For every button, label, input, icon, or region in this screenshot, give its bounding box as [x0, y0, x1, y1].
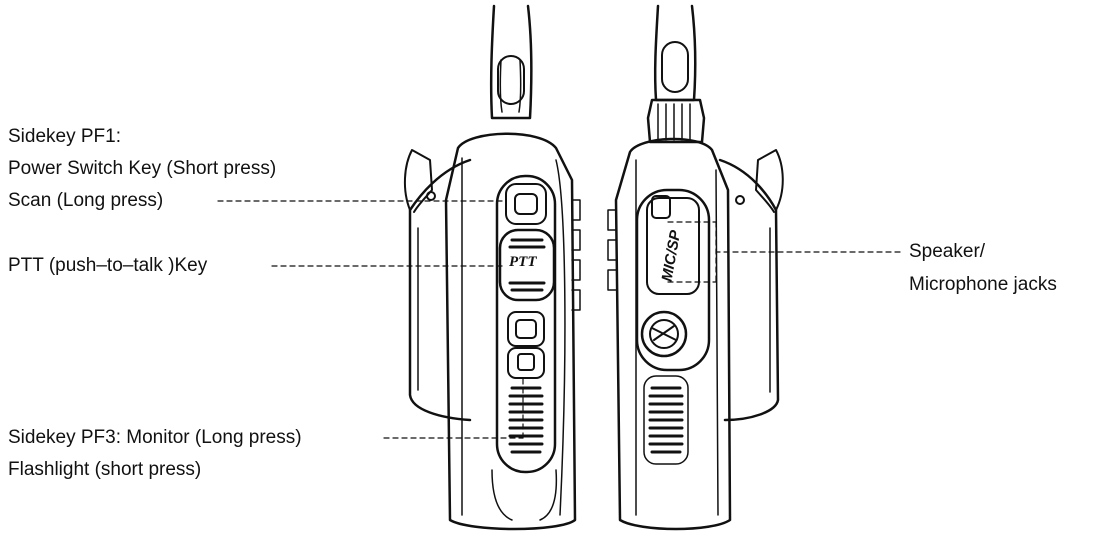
label-jacks-line1: Speaker/	[909, 241, 986, 262]
label-pf1-title: Sidekey PF1:	[8, 126, 121, 147]
right-belt-clip	[718, 158, 780, 422]
mic-sp-cover	[646, 197, 700, 295]
left-clip-screw	[426, 191, 436, 201]
label-pf3-line1: Sidekey PF3: Monitor (Long press)	[8, 427, 302, 448]
right-grip-ribs	[648, 386, 684, 454]
pf2-button	[507, 311, 545, 347]
left-antenna-slot	[497, 55, 525, 105]
ptt-button	[498, 228, 556, 302]
left-antenna	[489, 4, 533, 120]
label-jacks-line2: Microphone jacks	[909, 274, 1057, 295]
label-pf3-line2: Flashlight (short press)	[8, 459, 202, 480]
right-radio	[607, 4, 784, 531]
leader-lines	[217, 200, 901, 439]
label-pf1-short: Power Switch Key (Short press)	[8, 158, 277, 179]
left-clip-tab	[404, 149, 433, 213]
label-pf1-long: Scan (Long press)	[8, 190, 164, 211]
left-body	[444, 132, 577, 531]
left-radio	[404, 4, 581, 531]
left-button-column	[495, 174, 557, 474]
ptt-button-marking: PTT	[509, 254, 537, 270]
right-body	[614, 137, 732, 531]
jack-panel	[635, 188, 711, 372]
label-ptt: PTT (push–to–talk )Key	[8, 255, 208, 276]
left-grip-ribs	[508, 386, 544, 454]
jack-cover-screw	[640, 310, 688, 358]
right-knob	[646, 98, 706, 144]
left-belt-clip	[408, 158, 472, 422]
left-antenna-groove	[499, 59, 522, 113]
pf1-button	[505, 183, 547, 225]
pf3-button	[507, 347, 545, 379]
